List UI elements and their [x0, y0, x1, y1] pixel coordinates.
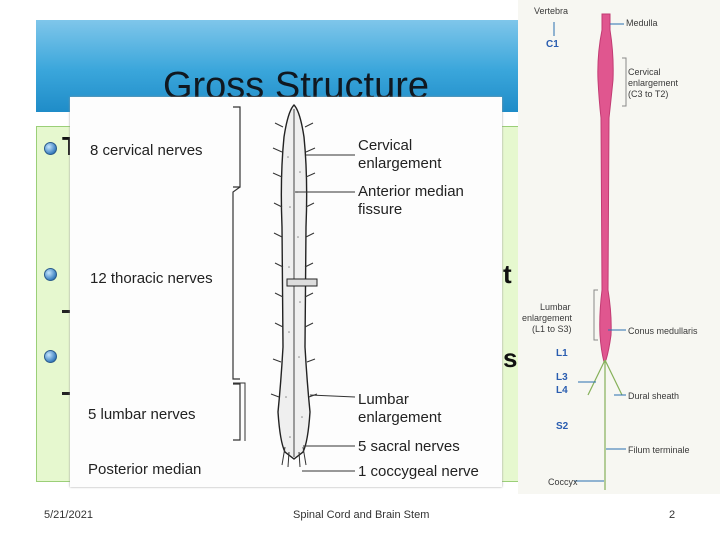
label-thoracic-nerves: 12 thoracic nerves — [90, 270, 213, 287]
spinal-cord-color-drawing — [553, 13, 627, 490]
spinal-cord-drawing — [232, 104, 356, 472]
bullet-icon — [44, 350, 57, 363]
label-anterior-median-fissure-line2: fissure — [358, 201, 403, 218]
label-coccygeal-nerve: 1 coccygeal nerve — [358, 463, 479, 480]
bullet-icon — [44, 142, 57, 155]
label-sacral-nerves: 5 sacral nerves — [358, 438, 460, 455]
label-cervical-enlargement-line2: enlargement — [358, 155, 442, 172]
footer-subject: Spinal Cord and Brain Stem — [293, 509, 430, 521]
label-coccyx: Coccyx — [548, 477, 578, 487]
footer-date: 5/21/2021 — [44, 509, 93, 521]
label-l4: L4 — [556, 385, 568, 396]
text-fragment-mark — [62, 392, 70, 395]
spinal-cord-segments-figure: Vertebra Medulla C1 Cervical enlargement… — [518, 0, 720, 494]
spinal-cord-nerves-figure: 8 cervical nerves Cervical enlargement A… — [70, 97, 502, 487]
label-medulla: Medulla — [626, 18, 658, 28]
label-l1: L1 — [556, 348, 568, 359]
bullet-text-fragment: s — [503, 343, 518, 373]
footer-page-number: 2 — [669, 509, 676, 521]
label-dural-sheath: Dural sheath — [628, 391, 680, 401]
label-cervical-range: (C3 to T2) — [628, 89, 669, 99]
label-lumbar-enlargement: Lumbar — [540, 302, 571, 312]
label-cervical-enlargement-line2: enlargement — [628, 78, 679, 88]
label-cervical-nerves: 8 cervical nerves — [90, 142, 203, 159]
label-filum-terminale: Filum terminale — [628, 445, 690, 455]
label-cervical-enlargement: Cervical — [628, 67, 661, 77]
label-conus-medullaris: Conus medullaris — [628, 326, 698, 336]
title-bar: Gross Structure — [36, 20, 556, 112]
bullet-icon — [44, 268, 57, 281]
text-fragment-mark — [62, 310, 70, 313]
label-lumbar-enlargement-line2: enlargement — [358, 409, 442, 426]
label-lumbar-enlargement-line2: enlargement — [522, 313, 573, 323]
bullet-text-fragment: t — [503, 259, 512, 289]
label-posterior-median: Posterior median — [88, 461, 202, 478]
label-cervical-enlargement: Cervical — [358, 137, 413, 154]
label-anterior-median-fissure: Anterior median — [358, 183, 464, 200]
label-s2: S2 — [556, 421, 569, 432]
label-lumbar-enlargement: Lumbar — [358, 391, 409, 408]
label-l3: L3 — [556, 372, 568, 383]
label-lumbar-nerves: 5 lumbar nerves — [88, 406, 196, 423]
label-vertebra: Vertebra — [534, 6, 569, 16]
label-lumbar-range: (L1 to S3) — [532, 324, 572, 334]
label-c1: C1 — [546, 39, 559, 50]
